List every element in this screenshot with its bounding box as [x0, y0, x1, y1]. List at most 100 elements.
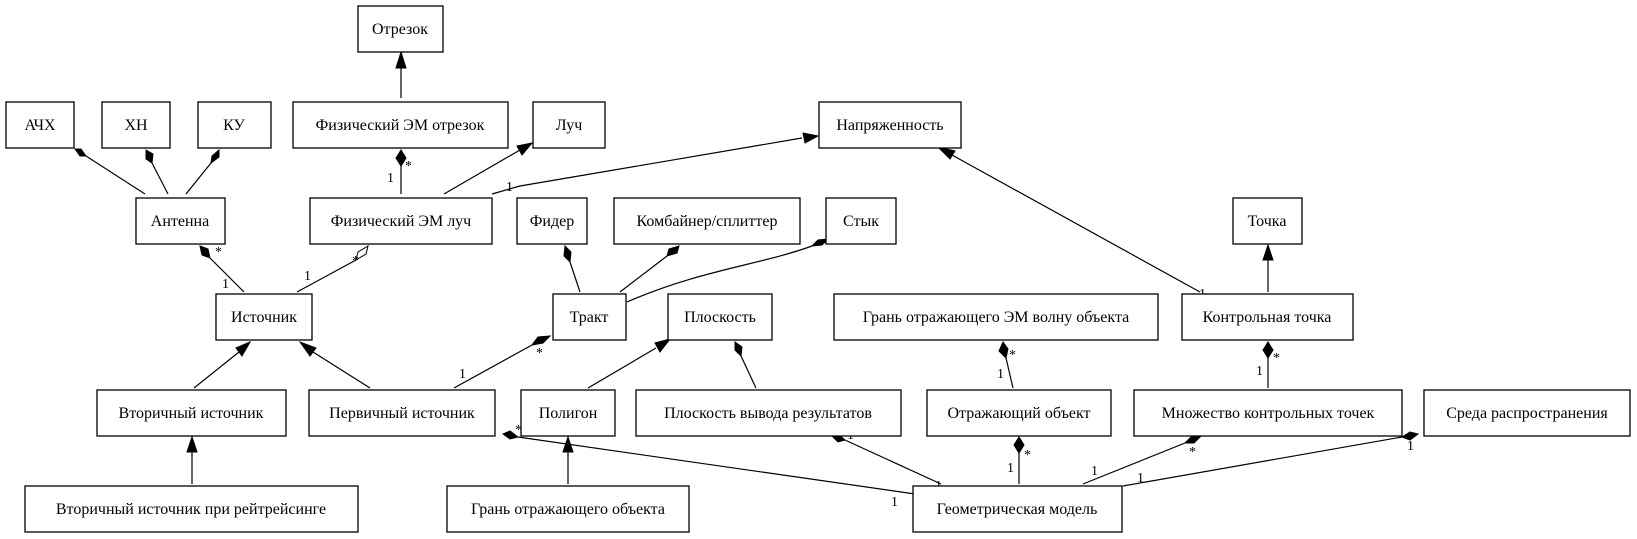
- multiplicity-label: 1: [1256, 364, 1263, 379]
- node-label: Плоскость: [684, 309, 756, 326]
- node-kombainer[interactable]: Комбайнер/сплиттер: [613, 197, 801, 245]
- node-otrezok[interactable]: Отрезок: [357, 5, 444, 53]
- node-fiz-otrezok[interactable]: Физический ЭМ отрезок: [292, 101, 509, 149]
- node-sreda[interactable]: Среда распространения: [1423, 389, 1631, 437]
- node-label: КУ: [223, 117, 245, 134]
- edge-trakt-fider: [563, 244, 581, 293]
- node-label: Фидер: [530, 213, 574, 230]
- edge-geom-mnozh: [1082, 436, 1202, 485]
- node-vtor-ist-rt[interactable]: Вторичный источник при рейтрейсинге: [24, 485, 359, 533]
- edge-fiz-luch-fiz-otrezok: [395, 149, 407, 194]
- edge-trakt-kombainer: [619, 245, 680, 293]
- node-fider[interactable]: Фидер: [516, 197, 588, 245]
- node-gran-obj[interactable]: Грань отражающего объекта: [446, 485, 690, 533]
- multiplicity-label: *: [1009, 348, 1016, 363]
- node-gran-em[interactable]: Грань отражающего ЭМ волну объекта: [833, 293, 1159, 341]
- node-label: Стык: [843, 213, 879, 230]
- multiplicity-label: *: [1189, 445, 1196, 460]
- multiplicity-label: *: [536, 346, 543, 361]
- edge-kontr-tochka: [1262, 243, 1274, 292]
- node-label: Отражающий объект: [947, 405, 1090, 422]
- node-label: Грань отражающего объекта: [471, 501, 665, 518]
- node-label: Луч: [556, 117, 583, 134]
- node-otr-obj[interactable]: Отражающий объект: [926, 389, 1112, 437]
- edge-fiz-luch-luch: [443, 142, 534, 195]
- node-istochnik[interactable]: Источник: [215, 293, 313, 341]
- edge-istochnik-antenna: [199, 245, 245, 293]
- multiplicity-label: *: [515, 423, 522, 438]
- multiplicity-label: 1: [304, 269, 311, 284]
- node-label: Антенна: [151, 213, 209, 230]
- multiplicity-label: *: [1273, 351, 1280, 366]
- node-achx[interactable]: АЧХ: [5, 101, 75, 149]
- multiplicity-label: 1: [506, 180, 513, 195]
- multiplicity-label: 1: [997, 367, 1004, 382]
- edge-geom-otr: [1013, 436, 1025, 484]
- edge-vtor-istochnik: [193, 340, 252, 389]
- node-trakt[interactable]: Тракт: [552, 293, 627, 341]
- node-napr[interactable]: Напряженность: [818, 101, 962, 149]
- node-label: Вторичный источник: [119, 405, 264, 422]
- node-label: Точка: [1248, 213, 1287, 230]
- node-label: Контрольная точка: [1203, 309, 1332, 326]
- node-label: Тракт: [570, 309, 609, 326]
- node-styk[interactable]: Стык: [825, 197, 897, 245]
- edge-antenna-ku: [185, 148, 220, 195]
- node-xn[interactable]: ХН: [101, 101, 171, 149]
- edge-vtor-rt-vtor: [186, 435, 198, 484]
- node-mnozh[interactable]: Множество контрольных точек: [1133, 389, 1403, 437]
- edge-trakt-styk: [626, 238, 830, 303]
- node-ku[interactable]: КУ: [197, 101, 272, 149]
- node-antenna[interactable]: Антенна: [135, 197, 226, 245]
- node-label: Среда распространения: [1446, 405, 1608, 422]
- node-geom[interactable]: Геометрическая модель: [912, 485, 1123, 533]
- node-label: ХН: [124, 117, 148, 134]
- edge-antenna-achx: [74, 148, 146, 195]
- multiplicity-label: *: [352, 254, 359, 269]
- edge-fiz-otrezok-to-otrezok: [395, 50, 407, 98]
- multiplicity-label: 1: [222, 277, 229, 292]
- edge-fiz-luch-napr: [491, 132, 820, 195]
- multiplicity-label: 1: [387, 171, 394, 186]
- edge-istochnik-fiz-luch: [296, 244, 369, 293]
- multiplicity-label: 1: [459, 367, 466, 382]
- node-luch[interactable]: Луч: [532, 101, 606, 149]
- edge-perv-trakt: [453, 335, 552, 389]
- node-label: Физический ЭМ отрезок: [316, 117, 485, 134]
- edge-geom-sreda: [1122, 431, 1420, 487]
- node-perv-ist[interactable]: Первичный источник: [308, 389, 496, 437]
- multiplicity-label: 1: [1407, 439, 1414, 454]
- node-fiz-luch[interactable]: Физический ЭМ луч: [309, 197, 493, 245]
- node-label: Вторичный источник при рейтрейсинге: [56, 501, 326, 518]
- node-ploskost-vyvoda[interactable]: Плоскость вывода результатов: [635, 389, 902, 437]
- node-label: Источник: [231, 309, 297, 326]
- edge-kontr-napr: [936, 146, 1201, 293]
- node-ploskost[interactable]: Плоскость: [667, 293, 773, 341]
- node-label: АЧХ: [24, 117, 56, 134]
- node-tochka[interactable]: Точка: [1232, 197, 1303, 245]
- node-label: Множество контрольных точек: [1162, 405, 1375, 422]
- node-vtor-ist[interactable]: Вторичный источник: [96, 389, 287, 437]
- edge-poligon-ploskost: [587, 338, 672, 389]
- multiplicity-label: 1: [891, 495, 898, 510]
- node-label: Отрезок: [372, 21, 428, 38]
- edge-mnozh-kontr: [1262, 341, 1274, 388]
- node-label: Напряженность: [836, 117, 943, 134]
- node-label: Физический ЭМ луч: [331, 213, 471, 230]
- edge-vyvod-ploskost: [734, 341, 757, 389]
- node-label: Полигон: [539, 405, 598, 422]
- node-poligon[interactable]: Полигон: [520, 389, 616, 437]
- node-kontr-tochka[interactable]: Контрольная точка: [1181, 293, 1354, 341]
- node-label: Комбайнер/сплиттер: [637, 213, 778, 230]
- node-label: Грань отражающего ЭМ волну объекта: [863, 309, 1130, 326]
- multiplicity-label: *: [405, 159, 412, 174]
- multiplicity-label: 1: [1091, 464, 1098, 479]
- edge-antenna-xn: [145, 149, 169, 195]
- edge-geom-perv: [501, 430, 916, 495]
- multiplicity-label: 1: [1137, 471, 1144, 486]
- edge-perv-istochnik: [298, 340, 371, 389]
- multiplicity-label: *: [215, 245, 222, 260]
- multiplicity-label: *: [1024, 448, 1031, 463]
- node-label: Плоскость вывода результатов: [664, 405, 872, 422]
